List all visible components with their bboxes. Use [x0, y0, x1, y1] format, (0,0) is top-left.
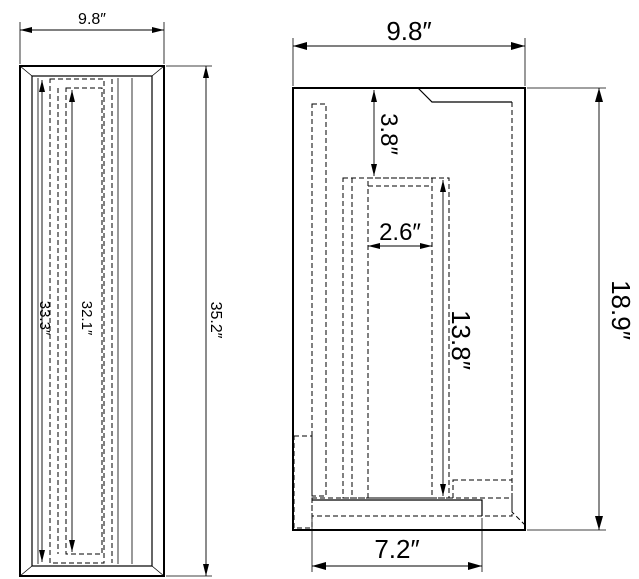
front-height-label: 35.2″	[207, 302, 224, 339]
arrow-head	[420, 243, 432, 249]
arrow-head	[440, 484, 446, 496]
side-base-lip	[312, 499, 483, 516]
arrow-head	[511, 42, 525, 50]
side-view: 9.8″ 18.9″ 3.8″ 2.6″ 13.8″ 7.2″	[292, 16, 636, 572]
arrow-head	[293, 42, 307, 50]
arrow-head	[69, 90, 75, 102]
side-right-hidden-panel	[511, 102, 526, 526]
arrow-head	[371, 90, 377, 102]
side-inner-width-label: 2.6″	[379, 219, 421, 246]
arrow-head	[20, 27, 32, 33]
front-outer-frame	[19, 65, 165, 577]
side-height-label: 18.9″	[606, 280, 636, 340]
front-bevel-tr	[151, 65, 165, 77]
side-inner-height-label: 13.8″	[446, 310, 476, 370]
front-hidden-panel	[49, 78, 105, 564]
front-bevel-br	[151, 565, 165, 577]
front-hidden-panel-inner	[65, 87, 103, 555]
front-bevel-tl	[19, 65, 33, 77]
arrow-head	[69, 540, 75, 552]
side-base-shelf	[311, 497, 513, 517]
front-inner-label: 32.1″	[78, 301, 95, 336]
arrow-head	[595, 516, 603, 530]
side-left-hidden-post	[311, 103, 327, 497]
side-top-offset-label: 3.8″	[375, 113, 402, 155]
arrow-head	[368, 243, 380, 249]
arrow-head	[371, 164, 377, 176]
arrow-head	[312, 562, 326, 570]
side-width-label: 9.8″	[386, 16, 431, 46]
arrow-head	[152, 27, 164, 33]
arrow-head	[39, 80, 45, 92]
arrow-head	[440, 180, 446, 192]
side-left-lower-block	[293, 435, 313, 529]
arrow-head	[203, 564, 209, 576]
side-base-small	[452, 479, 513, 499]
side-base-width-label: 7.2″	[374, 534, 419, 564]
arrow-head	[39, 550, 45, 562]
side-outer-frame	[292, 87, 526, 531]
front-view: 9.8″ 35.2″ 33.3″ 32.1″	[19, 11, 224, 577]
arrow-head	[595, 88, 603, 102]
arrow-head	[203, 66, 209, 78]
side-top-notch	[417, 87, 512, 103]
front-inner-frame	[31, 75, 153, 567]
front-width-label: 9.8″	[78, 11, 106, 28]
front-inner-outer-label: 33.3″	[36, 301, 53, 336]
arrow-head	[468, 562, 482, 570]
front-bevel-bl	[19, 565, 33, 577]
